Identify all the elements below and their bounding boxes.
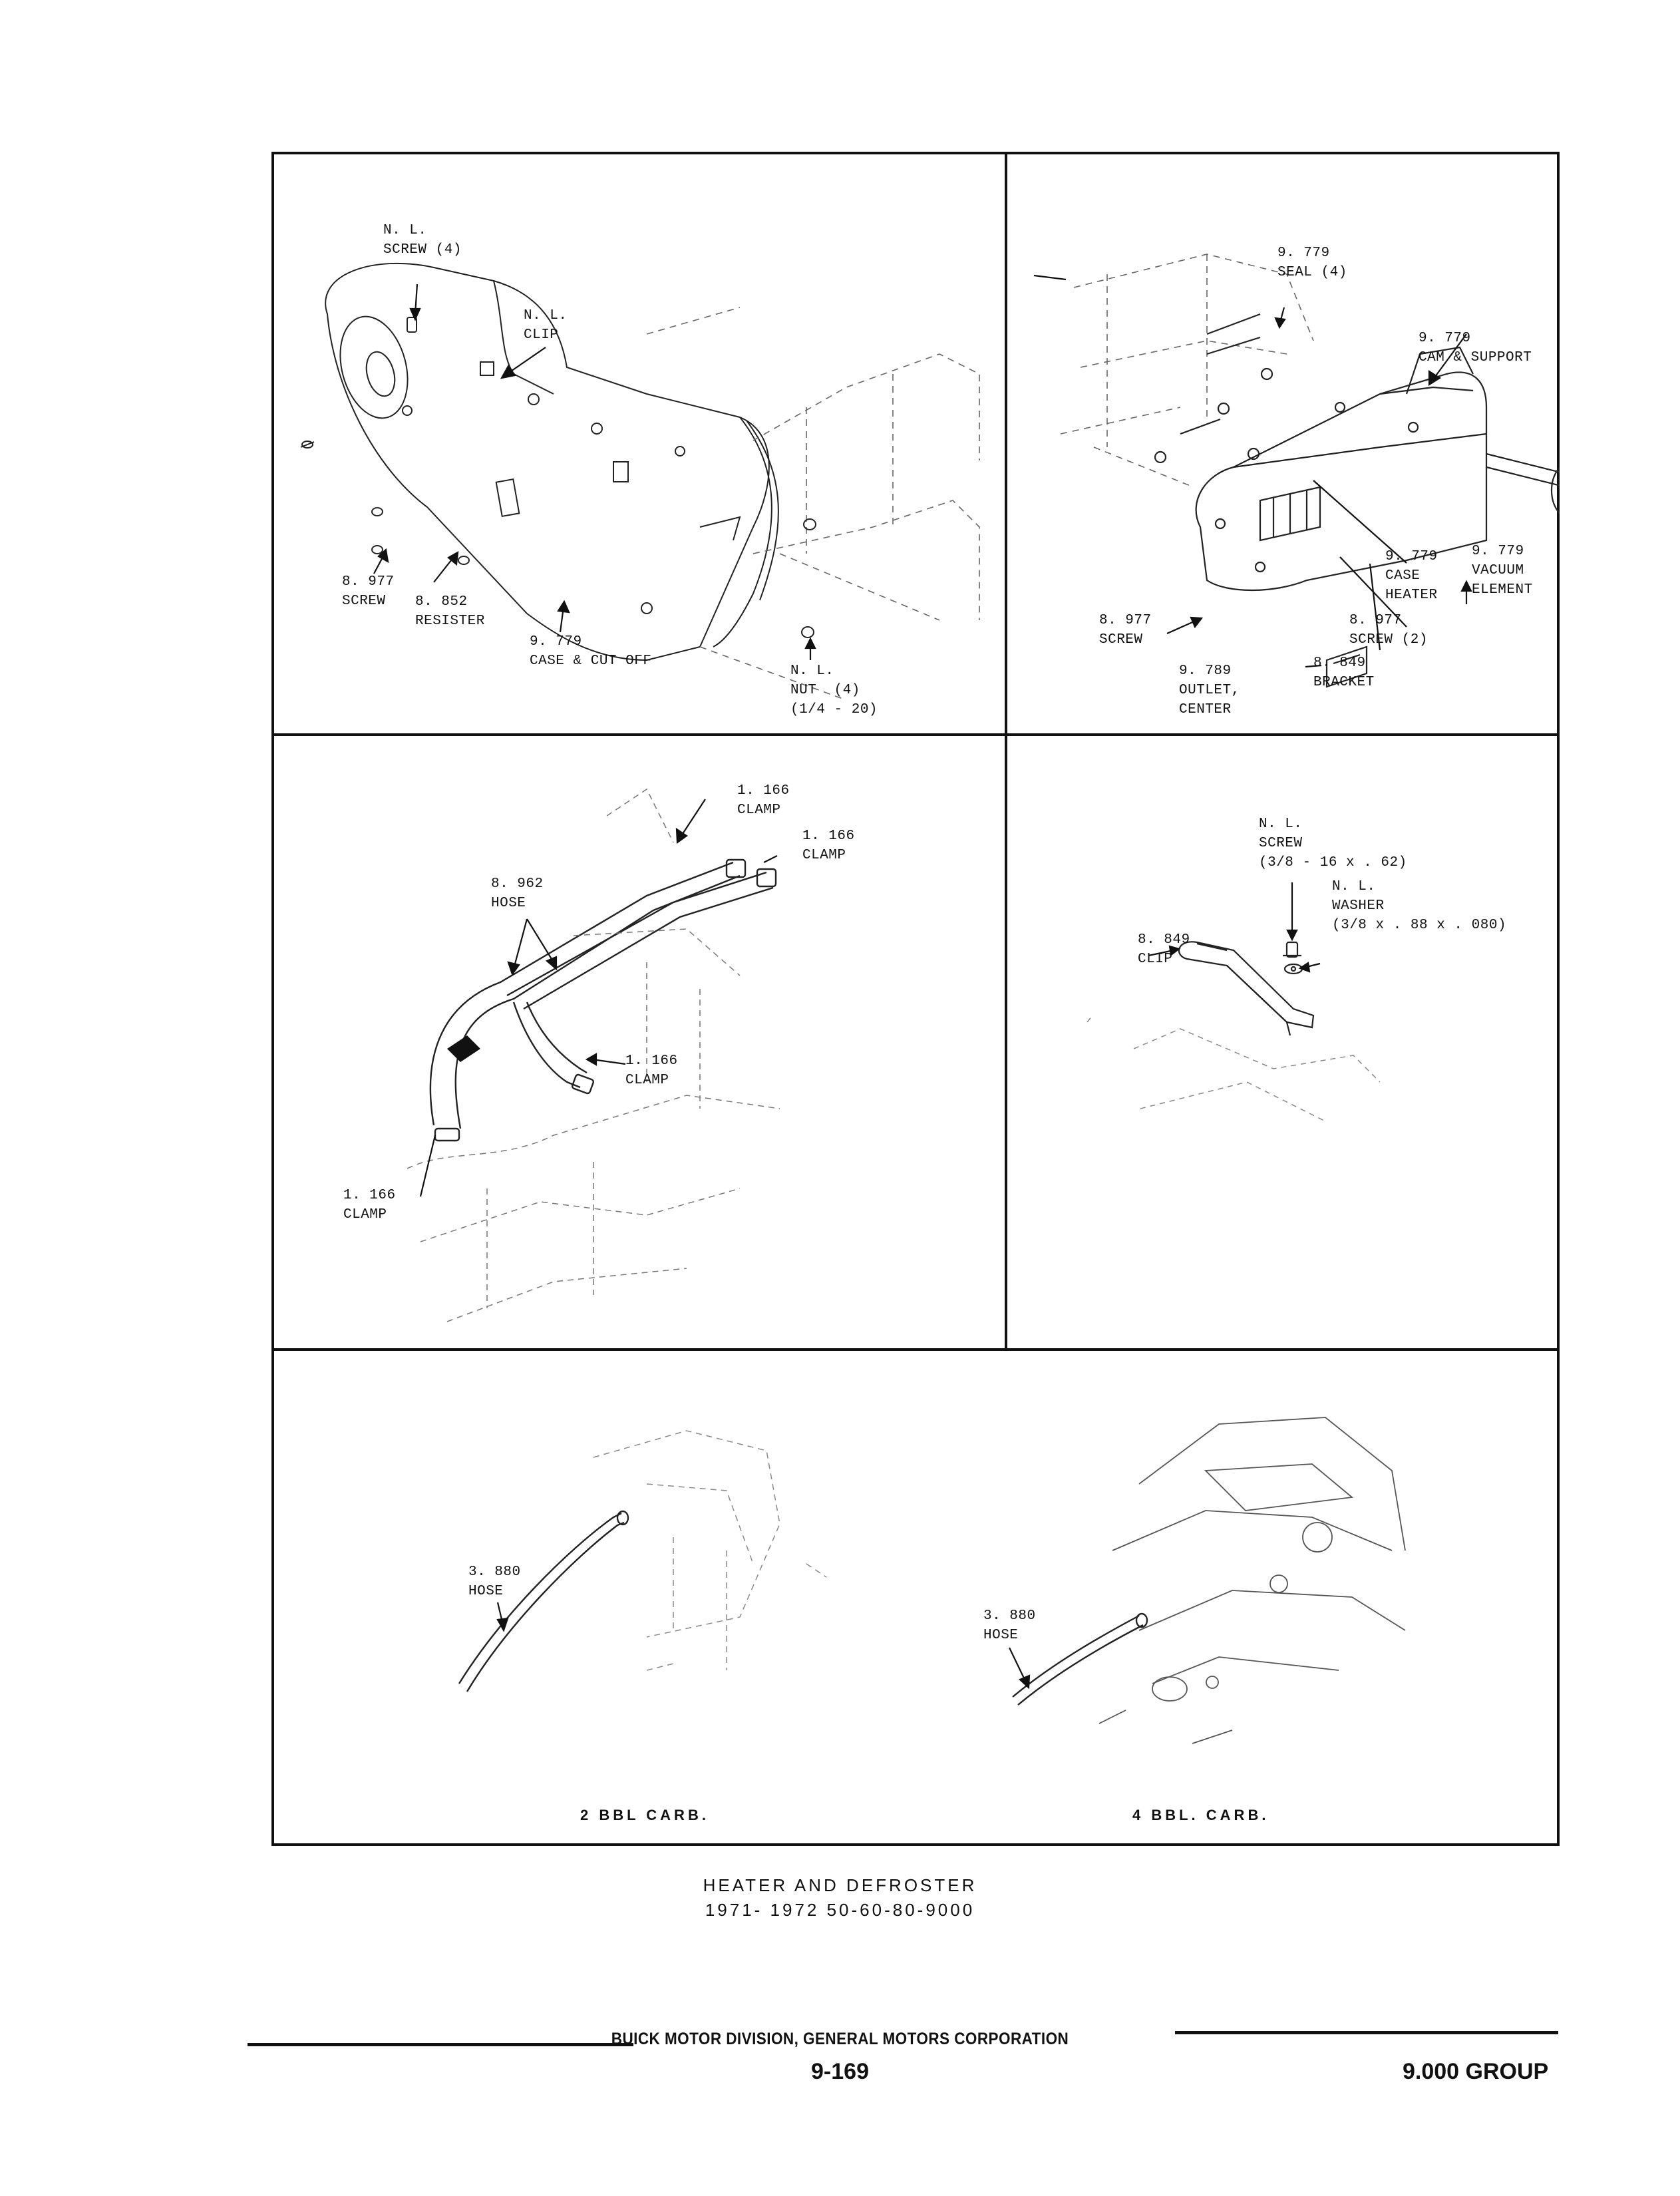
footer-page-number: 9-169	[811, 2059, 869, 2084]
label-nl-screw: N. L. SCREW (4)	[383, 223, 462, 258]
caption-4-bbl-carb: 4 BBL. CARB.	[1132, 1807, 1269, 1823]
label-nl-washer: N. L. WASHER (3/8 x . 88 x . 080)	[1332, 879, 1507, 933]
label-clamp-mid: 1. 166 CLAMP	[625, 1053, 678, 1088]
vacuum-element-drawing	[1033, 254, 1560, 688]
label-nl-nut: N. L. NUT (4) (1/4 - 20)	[790, 663, 878, 717]
label-clamp-left: 1. 166 CLAMP	[343, 1188, 396, 1222]
panel-carburetor-hoses: 3. 880 HOSE 3. 880 HOSE 2 BBL CARB. 4 BB…	[274, 1351, 1560, 1846]
label-clamp-top: 1. 166 CLAMP	[737, 783, 790, 818]
label-nl-screw-38: N. L. SCREW (3/8 - 16 x . 62)	[1259, 817, 1407, 870]
label-hose-3880-left: 3. 880 HOSE	[468, 1564, 521, 1599]
label-vacuum-element: 9. 779 VACUUM ELEMENT	[1472, 544, 1533, 598]
figure-model-years: 1971- 1972 50-60-80-9000	[705, 1900, 975, 1920]
hoses-clamps-drawing	[407, 788, 780, 1322]
heater-case-drawing	[300, 262, 980, 701]
panel-heater-case: N. L. SCREW (4) N. L. CLIP 8. 977 SCREW …	[274, 154, 1007, 736]
label-bracket: 8. 849 BRACKET	[1313, 655, 1375, 690]
footer-rule-right	[1175, 2031, 1558, 2034]
panel-hoses-clamps: 1. 166 CLAMP 1. 166 CLAMP 8. 962 HOSE 1.…	[274, 736, 1007, 1351]
label-hose-3880-right: 3. 880 HOSE	[983, 1608, 1036, 1643]
label-screw-left: 8. 977 SCREW	[1099, 613, 1152, 647]
label-resister-8852: 8. 852 RESISTER	[415, 594, 485, 629]
label-seal: 9. 779 SEAL (4)	[1277, 246, 1347, 280]
label-screw-2: 8. 977 SCREW (2)	[1349, 613, 1428, 647]
caption-2-bbl-carb: 2 BBL CARB.	[580, 1807, 709, 1823]
carburetor-hoses-drawing	[458, 1417, 1406, 1744]
label-screw-8977: 8. 977 SCREW	[342, 574, 395, 609]
panel-clip-mount: N. L. SCREW (3/8 - 16 x . 62) N. L. WASH…	[1007, 736, 1560, 1351]
label-case-cutoff: 9. 779 CASE & CUT OFF	[530, 634, 652, 669]
footer-division: BUICK MOTOR DIVISION, GENERAL MOTORS COR…	[611, 2030, 1069, 2048]
footer-group: 9.000 GROUP	[1403, 2059, 1549, 2084]
footer-rule-left	[248, 2043, 633, 2046]
illustration-frame: N. L. SCREW (4) N. L. CLIP 8. 977 SCREW …	[271, 152, 1560, 1846]
panel-vacuum-element: 9. 779 SEAL (4) 9. 779 CAM & SUPPORT 9. …	[1007, 154, 1560, 736]
label-clip-8849: 8. 849 CLIP	[1138, 932, 1190, 967]
label-case-heater: 9. 779 CASE HEATER	[1385, 549, 1438, 603]
label-outlet-center: 9. 789 OUTLET, CENTER	[1179, 663, 1240, 717]
figure-title: HEATER AND DEFROSTER	[703, 1875, 977, 1895]
label-nl-clip: N. L. CLIP	[524, 308, 568, 343]
label-clamp-right: 1. 166 CLAMP	[802, 828, 855, 863]
label-hose: 8. 962 HOSE	[491, 876, 544, 911]
label-cam-support: 9. 779 CAM & SUPPORT	[1419, 331, 1532, 365]
clip-mount-drawing	[1087, 882, 1381, 1123]
